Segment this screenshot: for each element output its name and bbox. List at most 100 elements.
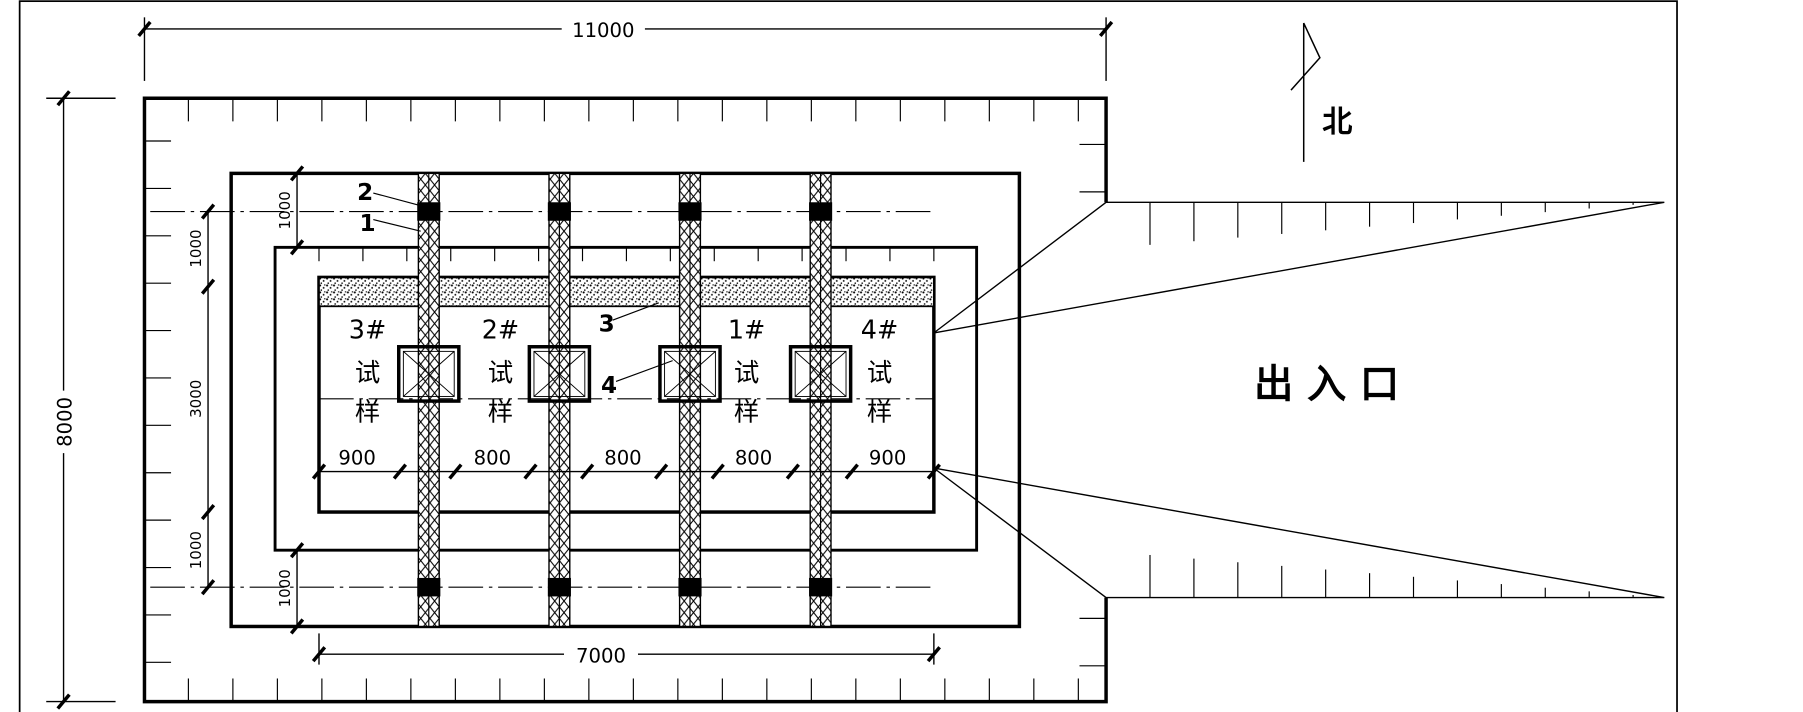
beam-4 <box>788 172 853 628</box>
dim-tick <box>710 463 725 480</box>
specimen-box-cross <box>533 351 586 397</box>
dim-tick <box>289 239 305 256</box>
specimen-char: 样 <box>867 397 892 427</box>
spacing-label: 900 <box>338 447 375 470</box>
slope-tick-marks <box>144 98 1634 702</box>
specimen-number: 3# <box>349 315 386 345</box>
support-block <box>417 202 441 221</box>
support-block <box>809 202 833 221</box>
drawing-frame <box>18 0 1678 712</box>
dim-left-outer-2: 3000 <box>187 380 205 418</box>
dim-tick <box>392 463 408 480</box>
specimen-box-inner <box>664 350 716 397</box>
beams <box>397 172 853 628</box>
specimen-number: 4# <box>861 315 898 345</box>
spacing-label: 800 <box>604 447 641 470</box>
dim-tick <box>56 693 71 710</box>
specimen-box-inner <box>794 350 847 397</box>
callout-1: 1 <box>359 211 375 237</box>
dimension-ticks <box>56 20 1114 710</box>
dim-tick <box>200 503 216 521</box>
specimen-box-cross <box>403 351 455 397</box>
specimen-box-frame <box>397 345 461 403</box>
spacing-label: 900 <box>869 447 906 470</box>
specimen-char: 试 <box>355 357 380 387</box>
dim-tick <box>1098 20 1114 37</box>
dim-left-outer-1: 1000 <box>187 229 205 267</box>
dim-tick <box>523 463 538 480</box>
dim-left-inner-2: 1000 <box>276 569 294 607</box>
dimension-lines <box>46 17 1107 703</box>
specimen-char: 试 <box>867 357 892 387</box>
specimen-label-3: 1# 试样 <box>728 315 765 427</box>
specimen-char: 试 <box>488 357 513 387</box>
specimen-char: 试 <box>734 357 759 387</box>
support-block <box>417 577 441 597</box>
excavation-boundary-3 <box>273 245 979 552</box>
callout-2: 2 <box>357 180 373 206</box>
gravel-layer <box>318 276 935 308</box>
dim-tick <box>289 618 305 635</box>
specimen-box-frame <box>788 345 853 403</box>
dim-tick <box>137 20 152 37</box>
dim-tick <box>926 463 941 480</box>
specimen-box <box>527 345 592 403</box>
specimen-char: 样 <box>734 397 759 427</box>
specimen-char: 样 <box>488 397 513 427</box>
dim-tick <box>56 90 71 107</box>
support-block <box>547 577 571 597</box>
beam-3 <box>658 172 722 628</box>
entrance-label: 出 入 口 <box>1254 363 1399 408</box>
specimen-label-2: 2# 试样 <box>482 315 519 427</box>
specimen-number: 1# <box>728 315 765 345</box>
dim-tick <box>200 579 216 596</box>
excavation-boundary-2 <box>229 171 1022 629</box>
specimen-box <box>658 345 722 403</box>
callout-3: 3 <box>599 312 615 338</box>
specimen-box <box>397 345 461 403</box>
north-arrow-icon <box>1290 22 1321 162</box>
dim-inner-width: 7000 <box>576 644 626 667</box>
specimen-number: 2# <box>482 315 519 345</box>
specimen-box-cross <box>664 351 716 397</box>
specimen-labels: 3#试样2#试样1#试样4#试样 <box>349 315 898 427</box>
dim-left-outer-3: 1000 <box>187 531 205 569</box>
dim-left-inner-1: 1000 <box>276 191 294 229</box>
dim-tick <box>289 165 305 182</box>
dim-tick <box>448 463 463 480</box>
specimen-box-frame <box>527 345 592 403</box>
dim-tick <box>785 463 800 480</box>
callout-4: 4 <box>601 373 617 399</box>
support-block <box>547 202 571 221</box>
specimen-box-inner <box>533 350 586 397</box>
dim-tick <box>844 463 859 480</box>
callout-leaders <box>373 192 673 382</box>
support-block <box>809 577 833 597</box>
dim-overall-height: 8000 <box>54 397 77 447</box>
support-block <box>678 202 702 221</box>
specimen-box-cross <box>794 351 847 397</box>
dim-tick <box>200 203 216 220</box>
specimen-box <box>788 345 853 403</box>
dim-tick <box>653 463 669 480</box>
specimen-pit <box>317 275 936 514</box>
spacing-label: 800 <box>735 447 772 470</box>
support-block <box>678 577 702 597</box>
dim-tick <box>580 463 595 480</box>
specimen-label-1: 3# 试样 <box>349 315 386 427</box>
specimen-char: 样 <box>355 397 380 427</box>
dim-overall-width: 11000 <box>572 19 634 42</box>
dim-tick <box>926 646 941 663</box>
specimen-box-frame <box>658 345 722 403</box>
specimen-box-inner <box>402 350 455 397</box>
dim-tick <box>311 646 327 663</box>
dim-tick <box>311 463 327 480</box>
beam-1 <box>397 172 461 628</box>
beam-2 <box>527 172 592 628</box>
dim-tick <box>200 278 216 295</box>
dim-tick <box>289 542 305 559</box>
north-label: 北 <box>1322 105 1352 140</box>
specimen-label-4: 4# 试样 <box>861 315 898 427</box>
